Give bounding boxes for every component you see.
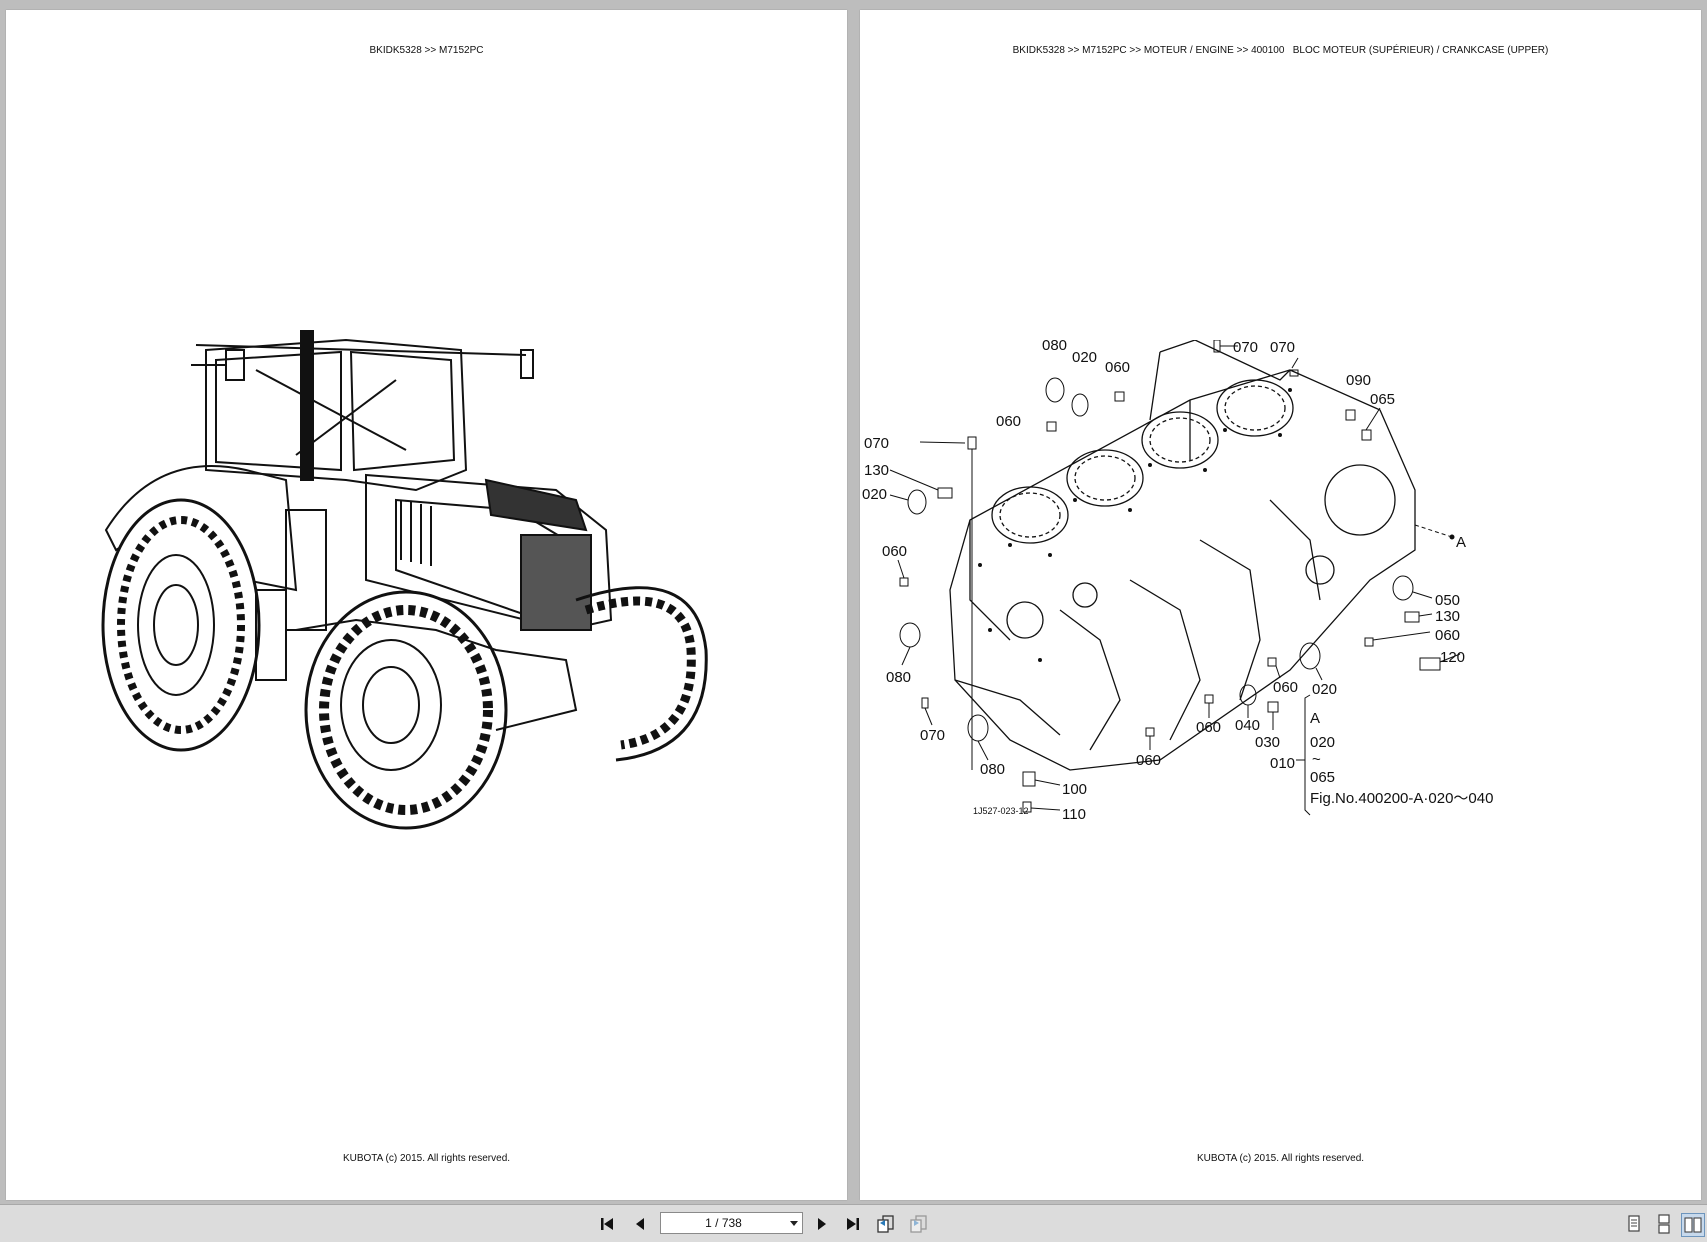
page-header-breadcrumb: BKIDK5328 >> M7152PC >> MOTEUR / ENGINE … xyxy=(1012,45,1549,56)
bracket-label: ~ xyxy=(1312,751,1321,768)
callout-label: 065 xyxy=(1370,391,1395,408)
callout-label: 030 xyxy=(1255,734,1280,751)
callout-label: 020 xyxy=(1072,349,1097,366)
go-forward-view-button[interactable] xyxy=(908,1213,930,1235)
next-page-icon xyxy=(818,1218,826,1230)
page-header: BKIDK5328 >> M7152PC xyxy=(369,45,484,56)
callout-label: 080 xyxy=(1042,340,1067,354)
two-page-view-icon xyxy=(1684,1217,1702,1233)
previous-page-button[interactable] xyxy=(629,1213,651,1235)
callout-label: 110 xyxy=(1062,806,1086,823)
page-indicator: 1 / 738 xyxy=(705,1216,742,1230)
tractor-illustration xyxy=(101,330,708,830)
callout-label: 050 xyxy=(1435,592,1460,609)
callout-label: 060 xyxy=(1273,679,1298,696)
first-page-button[interactable] xyxy=(597,1213,619,1235)
document-page-1: BKIDK5328 >> M7152PC xyxy=(6,10,847,1200)
bracket-label: A xyxy=(1310,710,1320,727)
page-footer: KUBOTA (c) 2015. All rights reserved. xyxy=(1196,1153,1365,1164)
drawing-number: 1J527-023-12 xyxy=(973,806,1029,816)
viewer-toolbar: 1 / 738 xyxy=(0,1204,1707,1242)
callout-label: 040 xyxy=(1235,717,1260,734)
page-number-select[interactable]: 1 / 738 xyxy=(660,1212,803,1234)
single-page-view-icon xyxy=(1628,1215,1640,1232)
callout-label: 020 xyxy=(862,486,887,503)
continuous-view-icon xyxy=(1658,1214,1670,1234)
first-page-icon xyxy=(601,1218,613,1230)
callout-label: A xyxy=(1456,534,1466,551)
figure-reference: Fig.No.400200-A·020～040 xyxy=(1310,790,1493,807)
continuous-view-button[interactable] xyxy=(1653,1213,1675,1235)
bracket-label: 020 xyxy=(1310,734,1335,751)
callout-label: 060 xyxy=(1105,359,1130,376)
callout-label: 070 xyxy=(864,435,889,452)
callout-label: 090 xyxy=(1346,372,1371,389)
callout-label: 070 xyxy=(1270,340,1295,356)
document-page-2: BKIDK5328 >> M7152PC >> MOTEUR / ENGINE … xyxy=(860,10,1701,1200)
go-back-view-icon xyxy=(877,1215,894,1233)
callout-label: 060 xyxy=(996,413,1021,430)
single-page-view-button[interactable] xyxy=(1623,1213,1645,1235)
callout-label: 070 xyxy=(920,727,945,744)
crankcase-exploded-diagram: 080 020 060 070 070 090 065 060 070 130 … xyxy=(862,340,1493,823)
last-page-button[interactable] xyxy=(841,1213,863,1235)
page-footer: KUBOTA (c) 2015. All rights reserved. xyxy=(342,1153,511,1164)
bracket-label: 065 xyxy=(1310,769,1335,786)
next-page-button[interactable] xyxy=(811,1213,833,1235)
callout-label: 020 xyxy=(1312,681,1337,698)
go-forward-view-icon xyxy=(910,1215,927,1233)
previous-page-icon xyxy=(636,1218,644,1230)
callout-label: 060 xyxy=(1196,719,1221,736)
callout-label: 060 xyxy=(1136,752,1161,769)
last-page-icon xyxy=(847,1218,859,1230)
chevron-down-icon xyxy=(790,1221,798,1226)
callout-label: 120 xyxy=(1440,649,1465,666)
callout-label: 080 xyxy=(886,669,911,686)
callout-label: 070 xyxy=(1233,340,1258,356)
two-page-view-button[interactable] xyxy=(1681,1213,1705,1237)
callout-label: 130 xyxy=(864,462,889,479)
callout-label: 060 xyxy=(882,543,907,560)
callout-label: 130 xyxy=(1435,608,1460,625)
callout-label: 100 xyxy=(1062,781,1087,798)
go-back-view-button[interactable] xyxy=(875,1213,897,1235)
callout-label: 010 xyxy=(1270,755,1295,772)
callout-label: 060 xyxy=(1435,627,1460,644)
callout-label: 080 xyxy=(980,761,1005,778)
